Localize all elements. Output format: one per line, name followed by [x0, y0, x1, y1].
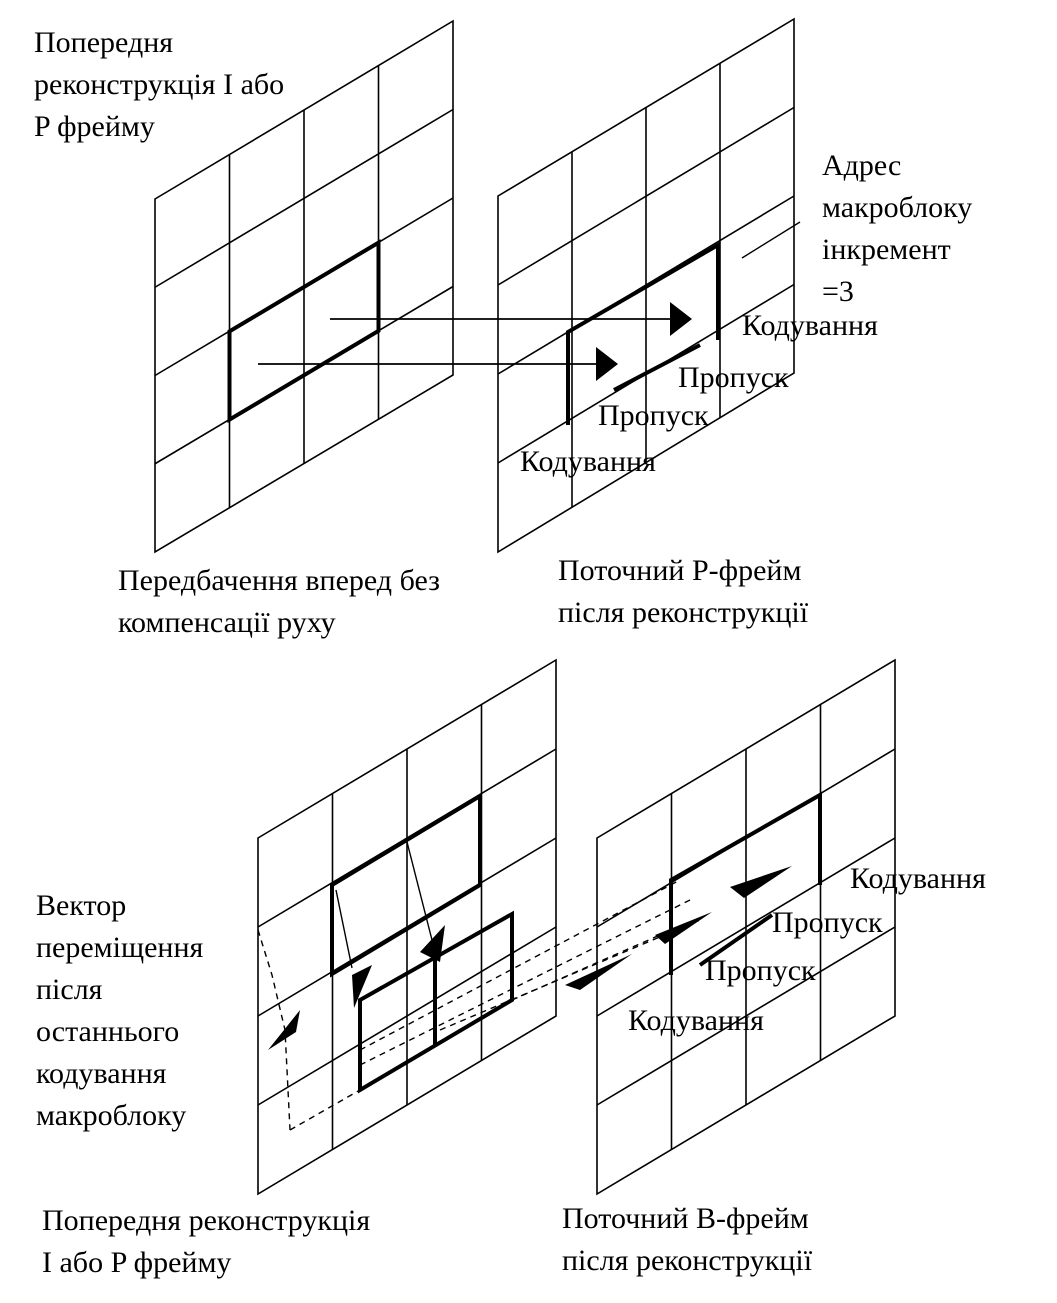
macroblock-address-increment-label: Адрес макроблоку інкремент =3 [822, 149, 973, 308]
address-pointer-line [741, 221, 801, 259]
top-skip-label-left: Пропуск [598, 399, 709, 432]
bottom-coding-label-left: Кодування [628, 1004, 764, 1037]
top-arrowhead-upper [670, 302, 692, 336]
top-arrowhead-lower [596, 347, 618, 381]
bottom-reference-frame-label: Попередня реконструкція I або P фрейму [42, 1204, 371, 1279]
bottom-reference-macroblocks [330, 792, 514, 1094]
top-reference-macroblock [227, 239, 381, 424]
bottom-skip-label-left: Пропуск [705, 954, 816, 987]
bottom-displacement-lines [335, 837, 433, 969]
top-coding-label-right: Кодування [742, 309, 878, 342]
bottom-current-macroblocks [669, 791, 822, 975]
displacement-vector-label: Вектор переміщення після останнього коду… [36, 889, 204, 1132]
top-current-frame-label: Поточний P-фрейм після реконструкції [558, 554, 809, 629]
bottom-skip-label-right: Пропуск [772, 906, 883, 939]
bottom-vector-arrows [268, 925, 445, 1050]
top-reference-frame-label: Попередня реконструкція I або P фрейму [34, 26, 285, 143]
bottom-current-arrows [565, 866, 792, 990]
top-prediction-arrows [258, 318, 680, 365]
bottom-current-frame-label: Поточний B-фрейм після реконструкції [562, 1202, 813, 1277]
bottom-dashed-vector [257, 879, 701, 1131]
top-coding-label-left: Кодування [520, 445, 656, 478]
top-skip-label-right: Пропуск [678, 361, 789, 394]
prediction-without-motion-compensation-label: Передбачення вперед без компенсації руху [118, 564, 440, 639]
bottom-coding-label-right: Кодування [850, 862, 986, 895]
top-current-macroblocks [566, 241, 720, 425]
